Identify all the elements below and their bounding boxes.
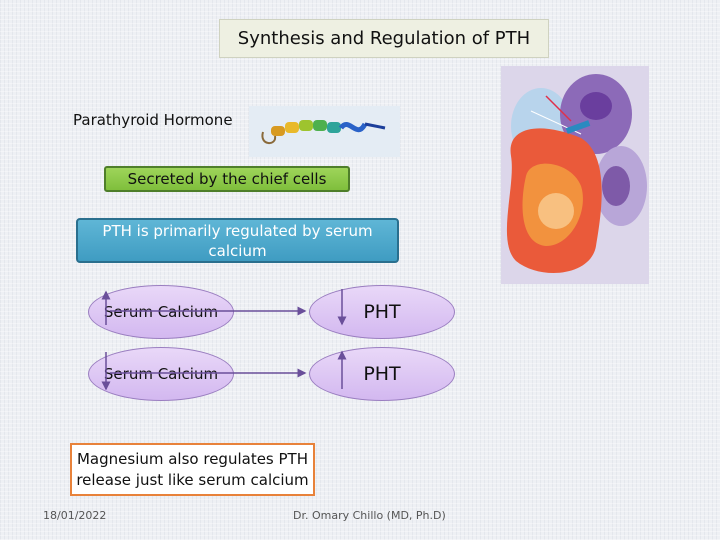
- footer-author: Dr. Omary Chillo (MD, Ph.D): [293, 509, 446, 522]
- magnesium-note-box: Magnesium also regulates PTH release jus…: [70, 443, 315, 496]
- protein-structure-image: [249, 106, 400, 157]
- footer-date: 18/01/2022: [43, 509, 107, 522]
- pht-oval: PHT: [309, 285, 455, 339]
- pht-oval: PHT: [309, 347, 455, 401]
- hormone-label: Parathyroid Hormone: [73, 111, 233, 129]
- slide-title: Synthesis and Regulation of PTH: [219, 19, 549, 58]
- secreted-by-chief-cells-bar: Secreted by the chief cells: [104, 166, 350, 192]
- serum-calcium-oval: Serum Calcium: [88, 285, 234, 339]
- parathyroid-cell-illustration: [501, 66, 649, 284]
- regulated-by-calcium-bar: PTH is primarily regulated by serum calc…: [76, 218, 399, 263]
- serum-calcium-oval: Serum Calcium: [88, 347, 234, 401]
